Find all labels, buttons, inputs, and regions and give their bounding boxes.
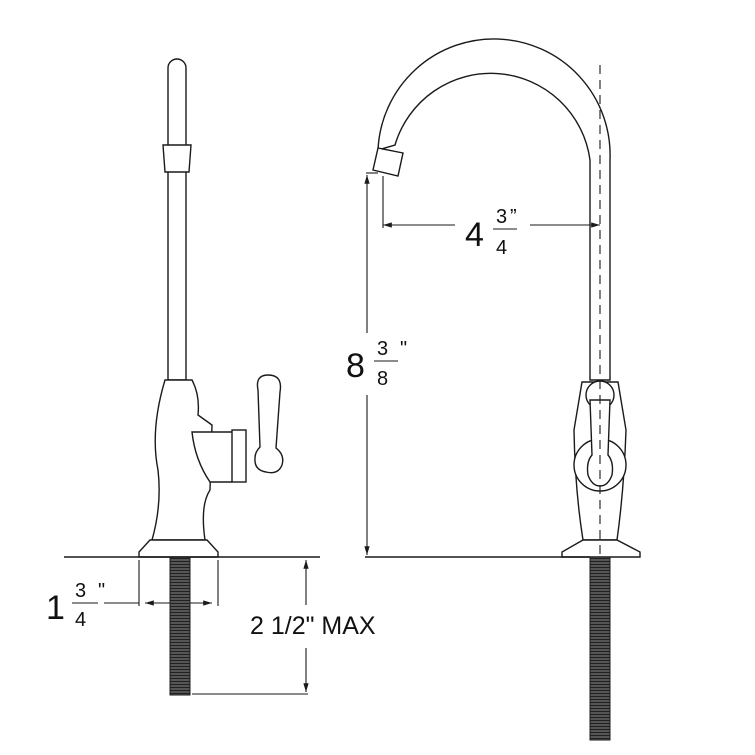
height-dim-denominator: 8 xyxy=(377,368,388,390)
handle-ring xyxy=(231,429,247,483)
spout-collar xyxy=(162,144,192,173)
threaded-shank xyxy=(169,556,191,696)
faucet-front-view: 4 3 4 ” 8 3 8 " xyxy=(346,38,641,741)
gooseneck-spout xyxy=(377,38,611,381)
height-dim-whole: 8 xyxy=(346,347,365,385)
base-flange xyxy=(138,539,219,558)
spout-nozzle xyxy=(372,147,404,177)
height-dim-unit: " xyxy=(400,338,407,360)
reach-dim-unit: ” xyxy=(510,206,517,228)
height-dim-numerator: 3 xyxy=(377,338,388,360)
base-dim-unit: " xyxy=(98,580,105,602)
handle-lever xyxy=(254,374,284,474)
reach-dim-numerator: 3 xyxy=(496,206,507,228)
faucet-side-view: 1 3 4 " 2 1/2" MAX xyxy=(46,58,376,696)
base-dim-denominator: 4 xyxy=(75,609,86,631)
spout-tube xyxy=(167,58,187,381)
threaded-shank-front xyxy=(589,556,611,741)
shank-length-label: 2 1/2" MAX xyxy=(250,612,376,640)
reach-dim-whole: 4 xyxy=(465,216,484,254)
base-dim-whole: 1 xyxy=(46,589,65,627)
base-flange-front xyxy=(561,539,641,558)
base-dim-numerator: 3 xyxy=(75,580,86,602)
reach-dim-denominator: 4 xyxy=(496,237,507,259)
